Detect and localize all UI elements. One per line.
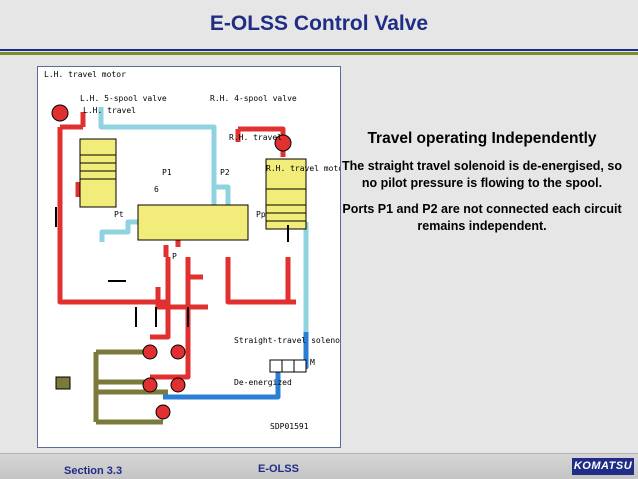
label-code: SDP01591 xyxy=(270,422,309,431)
panel-paragraph-1: The straight travel solenoid is de-energ… xyxy=(342,159,622,190)
panel-paragraph-2: Ports P1 and P2 are not connected each c… xyxy=(342,202,622,233)
label-m: M xyxy=(310,358,315,367)
text-panel: Travel operating Independently The strai… xyxy=(340,130,624,244)
block-lines xyxy=(80,154,306,222)
label-6: 6 xyxy=(154,185,159,194)
motors xyxy=(51,104,292,152)
label-pp: Pp xyxy=(256,210,266,219)
tank xyxy=(55,376,71,390)
footer-bar: Section 3.3 E-OLSS KOMATSU xyxy=(0,453,638,479)
label-p: P xyxy=(172,252,177,261)
valve-blocks xyxy=(79,138,307,241)
label-p2: P2 xyxy=(220,168,230,177)
title-accent-rule xyxy=(0,52,638,55)
solenoid-valve xyxy=(269,359,307,373)
label-de-energized: De-energized xyxy=(234,378,292,387)
label-rh-travel: R.H. travel xyxy=(229,133,282,142)
footer-section: Section 3.3 xyxy=(64,465,123,477)
label-lh-travel: L.H. travel xyxy=(83,106,136,115)
slide-title: E-OLSS Control Valve xyxy=(209,12,429,35)
komatsu-logo: KOMATSU xyxy=(572,458,634,475)
footer-center: E-OLSS xyxy=(258,463,299,475)
title-rule xyxy=(0,49,638,51)
label-rh-spool: R.H. 4-spool valve xyxy=(210,94,297,103)
flow-arrows xyxy=(55,207,289,327)
label-p1: P1 xyxy=(162,168,172,177)
label-rh-travel-motor: R.H. travel motor xyxy=(266,164,340,173)
pumps xyxy=(142,344,186,420)
label-lh-spool: L.H. 5-spool valve xyxy=(80,94,167,103)
label-pt: Pt xyxy=(114,210,124,219)
label-straight-valve: Straight-travel solenoid valve xyxy=(234,336,340,345)
label-lh-travel-motor: L.H. travel motor xyxy=(44,70,126,79)
hydraulic-diagram: L.H. travel motor L.H. 5-spool valve R.H… xyxy=(37,66,341,448)
panel-heading: Travel operating Independently xyxy=(367,130,597,147)
